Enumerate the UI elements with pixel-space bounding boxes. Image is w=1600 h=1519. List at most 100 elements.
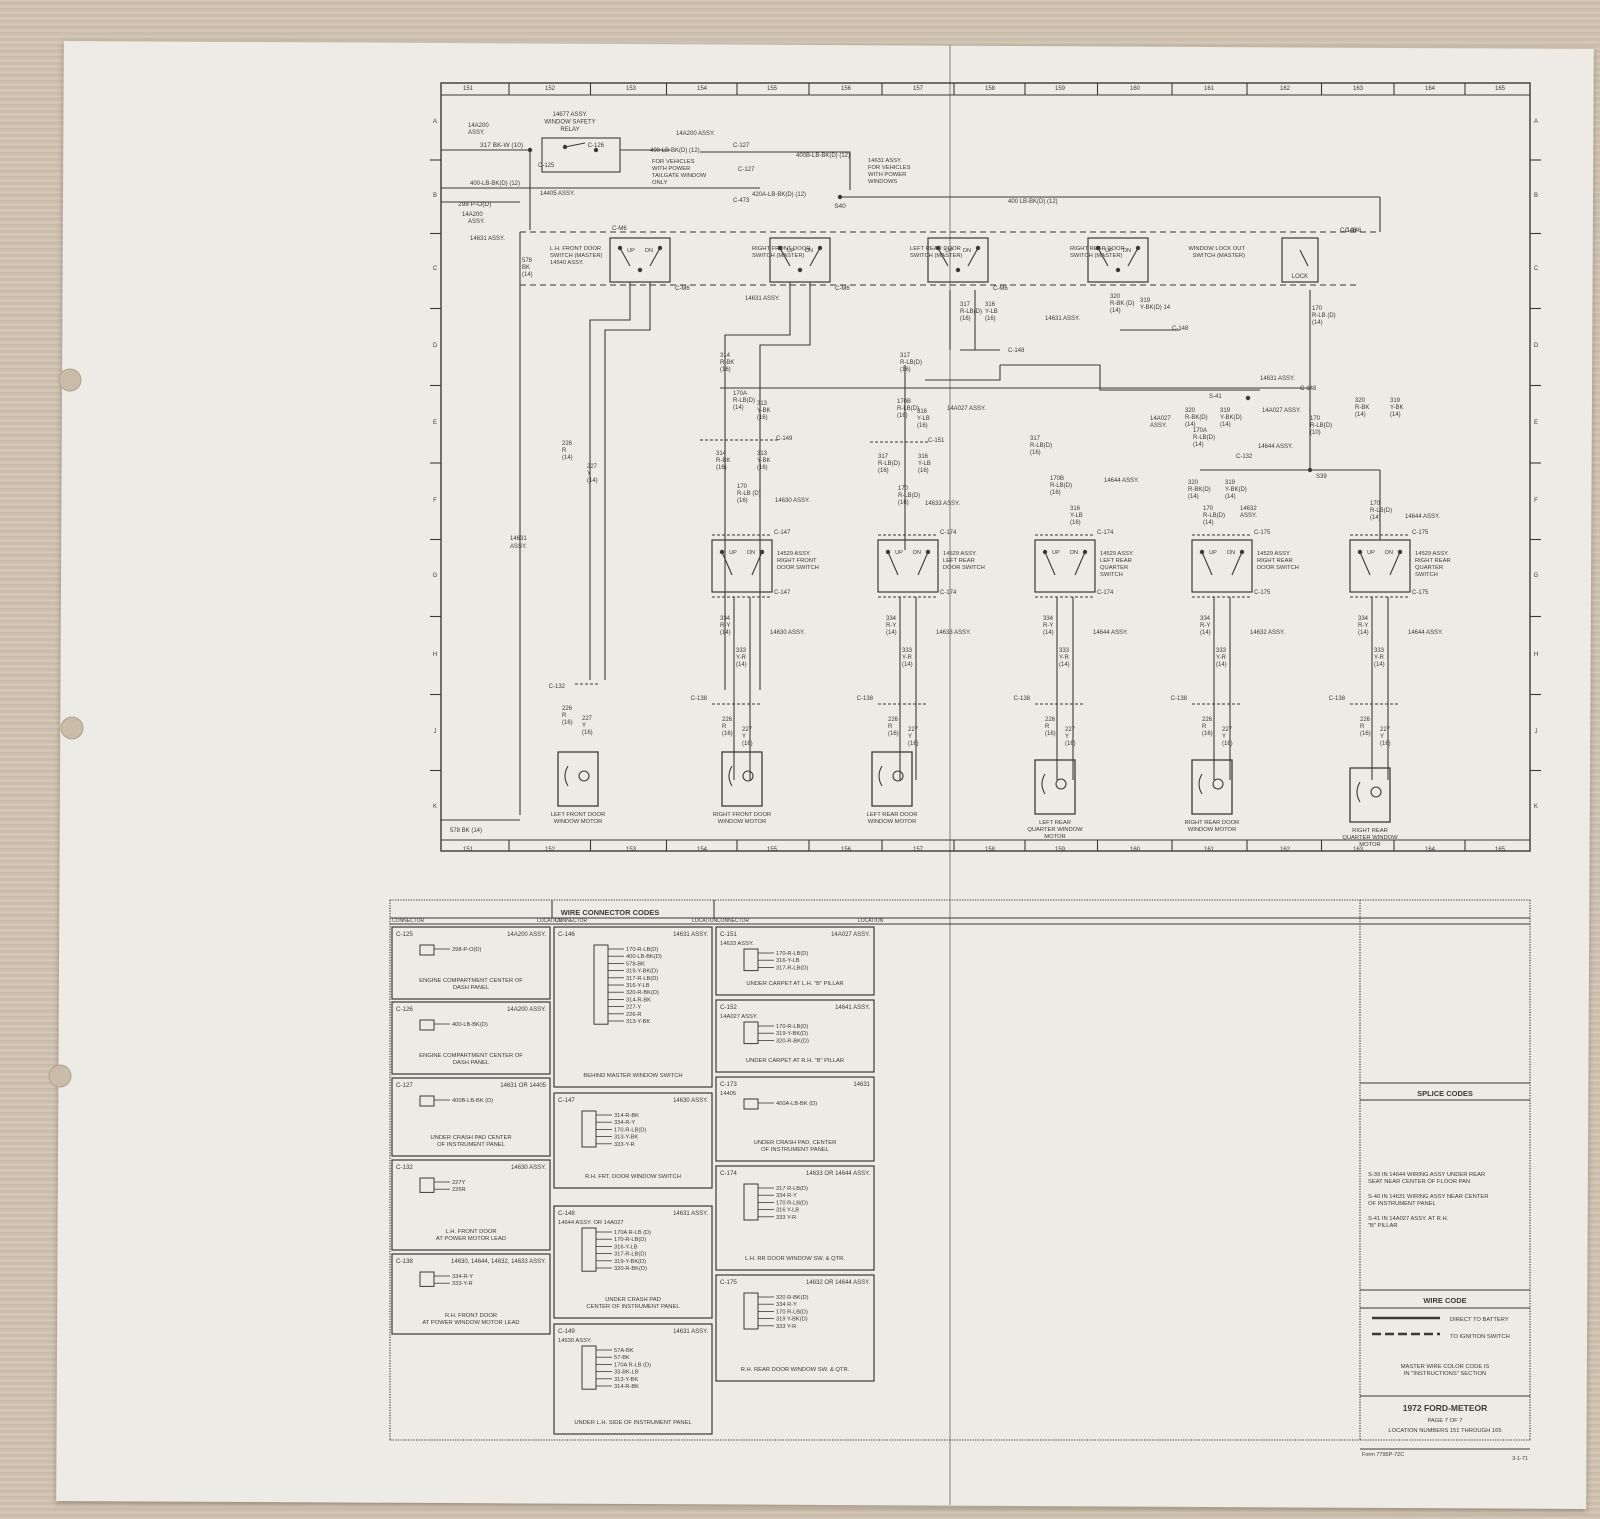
wire-226-label: R	[1360, 724, 1365, 730]
wire-578-label: 578	[522, 258, 533, 264]
wire-label: 320	[1110, 294, 1121, 300]
connector-body	[743, 1183, 759, 1221]
connector-body	[593, 944, 609, 1025]
switch-contact	[619, 247, 631, 267]
connector-wire: 334-R-Y	[614, 1120, 635, 1126]
row-letter-left: F	[433, 498, 437, 504]
wire-label: 170B	[1050, 476, 1064, 482]
connector-sub: 14644 ASSY. OR 14A027	[558, 1220, 624, 1226]
label: 14630 ASSY.	[775, 498, 810, 504]
wire-313-label: 313	[757, 451, 768, 457]
switch-contact	[1359, 551, 1371, 576]
wire-ignition: TO IGNITION SWITCH	[1450, 1334, 1510, 1340]
wire-rf-314	[724, 282, 791, 690]
connector-id: C-174	[720, 1170, 737, 1177]
label: R	[562, 448, 567, 454]
column-number-top: 164	[1425, 86, 1436, 92]
dn-label: DN	[1070, 550, 1078, 556]
switch-contact	[1299, 249, 1309, 267]
motor-lead	[1356, 781, 1361, 803]
wire-227-label: Y	[1380, 734, 1384, 740]
column-number-top: 153	[626, 86, 637, 92]
connector-wire: 400A-LB-BK (D)	[776, 1101, 817, 1107]
up-label: UP	[895, 550, 903, 556]
motor-name: QUARTER WINDOW	[1342, 835, 1398, 841]
label: 14631 ASSY.	[1260, 376, 1295, 382]
wire-label: (14)	[1203, 520, 1214, 526]
wire-label: (16)	[898, 500, 909, 506]
connector-label: C-174	[940, 530, 957, 536]
header-location: LOCATION	[692, 918, 718, 924]
connector-body	[581, 1227, 597, 1272]
label: 317 BK-W (10)	[480, 142, 523, 149]
wire-334-label: R-Y	[720, 623, 730, 629]
window-motor-4	[1034, 759, 1076, 815]
connector-wire: 313-Y-BK	[626, 1019, 650, 1025]
column-number-top: 165	[1495, 86, 1506, 92]
wire-313-label: (16)	[757, 415, 768, 421]
wire-label: Y-LB	[985, 309, 998, 315]
connector-wire: 317-R-LB(D)	[626, 976, 658, 982]
motor-name: QUARTER WINDOW	[1027, 827, 1083, 833]
connector-wire: 170 R-LB(D)	[776, 1200, 808, 1206]
connector-label: C-147	[774, 590, 791, 596]
connector-location: R.H. FRONT DOOR	[445, 1313, 497, 1319]
dn-label: DN	[1123, 248, 1131, 254]
connector-body	[419, 1271, 435, 1287]
connector-box-c-125	[391, 926, 551, 1000]
wire-334-label: R-Y	[1200, 623, 1210, 629]
wire-label: (14)	[1312, 320, 1323, 326]
wire-label: (14)	[1110, 308, 1121, 314]
window-motor-3	[871, 751, 913, 807]
connector-location: DASH PANEL	[453, 985, 490, 991]
wire-227-label: Y	[1222, 734, 1226, 740]
tailgate-note: FOR VEHICLES	[652, 159, 695, 165]
connector-label: C-174	[1097, 590, 1114, 596]
splice-item: S-40 IN 14631 WIRING ASSY NEAR CENTER	[1368, 1194, 1488, 1200]
connector-assy: 14632 OR 14644 ASSY.	[806, 1280, 870, 1286]
titleblock-title: 1972 FORD-METEOR	[1403, 1403, 1488, 1413]
connector-assy: 14A027 ASSY.	[831, 932, 870, 938]
connector-label: C-138	[1329, 696, 1346, 702]
header-connector: CONNECTOR	[555, 918, 588, 924]
wire-label: 170A	[1193, 428, 1207, 434]
connector-location: UNDER CARPET AT L.H. "B" PILLAR	[746, 981, 843, 987]
switch-contact	[1044, 551, 1056, 576]
wire-316-label: (16)	[917, 423, 928, 429]
wire-label: (16)	[960, 316, 971, 322]
wire-label: (16)	[900, 367, 911, 373]
switch-contact	[721, 551, 733, 576]
wire-226-label: (16)	[1360, 731, 1371, 737]
connector-label: C-127	[733, 143, 750, 149]
lr-master-switch	[927, 237, 989, 283]
titleblock-loc: LOCATION NUMBERS 151 THROUGH 165	[1388, 1428, 1501, 1434]
wire-label: 319	[1220, 408, 1231, 414]
titleblock-page: PAGE 7 OF 7	[1427, 1418, 1462, 1424]
label: 420A-LB-BK(D) (12)	[752, 192, 806, 198]
wire-334-label: 334	[1043, 616, 1054, 622]
connector-id: C-127	[396, 1082, 413, 1089]
connector-label: C-138	[857, 696, 874, 702]
motor-name: RIGHT FRONT DOOR	[713, 812, 771, 818]
wire-label: 170	[1370, 501, 1381, 507]
wire-label: R-LB(D)	[1050, 483, 1072, 489]
connector-wire: 316 Y-LB	[776, 1208, 799, 1214]
titleblock-form: Form 7795P-72C	[1362, 1452, 1404, 1458]
connector-box-c-149	[553, 1323, 713, 1435]
wire-170-10-label: (10)	[1310, 430, 1321, 436]
connector-wire: 333 Y-R	[776, 1215, 796, 1221]
window-motor-5	[1191, 759, 1233, 815]
up-label: UP	[1209, 550, 1217, 556]
connector-label: C-M6	[675, 286, 690, 292]
connector-wire: 170-R-LB(D)	[626, 947, 658, 953]
connector-wire: 578-BK	[626, 961, 645, 967]
connector-body	[581, 1110, 597, 1148]
wire-334-label: (14)	[1043, 630, 1054, 636]
relay-label: RELAY	[560, 127, 579, 133]
connector-label: C-138	[1171, 696, 1188, 702]
connector-assy: 14630 ASSY.	[511, 1165, 546, 1171]
door-window-switch-1	[711, 539, 773, 593]
master-switch-name: SWITCH (MASTER)	[1193, 253, 1246, 259]
wire-170b-label: R-LB(D)	[897, 406, 919, 412]
wire-333-label: 333	[1216, 648, 1227, 654]
